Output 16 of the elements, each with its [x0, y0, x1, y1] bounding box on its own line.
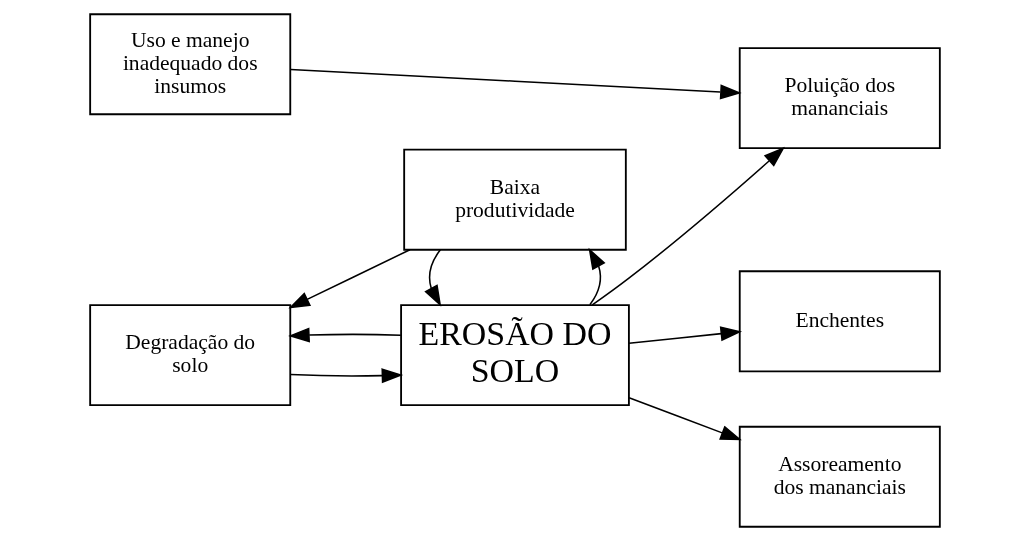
node-box: EROSÃO DO SOLO	[400, 304, 630, 407]
arrow	[288, 327, 402, 343]
arrow	[289, 368, 404, 384]
arrow	[424, 249, 442, 307]
arrow	[628, 396, 742, 441]
node-box: Enchentes	[738, 270, 941, 373]
arrow	[289, 68, 742, 100]
node-box: Baixa produtividade	[403, 148, 627, 251]
arrow	[628, 326, 743, 345]
node-box: Assoreamento dos mananciais	[738, 425, 941, 528]
arrow	[591, 146, 785, 306]
node-box: Poluição dos mananciais	[738, 47, 941, 150]
node-box: Degradação do solo	[89, 304, 292, 407]
arrow	[588, 247, 606, 306]
arrow	[288, 248, 411, 309]
node-box: Uso e manejo inadequado dos insumos	[89, 13, 292, 116]
